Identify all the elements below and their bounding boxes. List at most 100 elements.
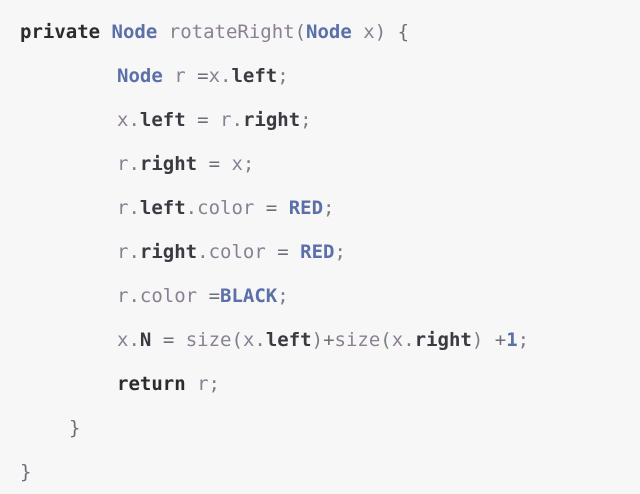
- code-token-punct: .: [231, 109, 243, 131]
- code-token-ident: r: [117, 197, 129, 219]
- code-token-punct: .: [128, 153, 140, 175]
- code-token-op: =: [197, 109, 209, 131]
- code-line: r.color =BLACK;: [0, 274, 640, 318]
- code-line: }: [0, 450, 640, 494]
- code-token-ident: x: [117, 329, 129, 351]
- code-token-ident: x: [231, 153, 243, 175]
- code-token-punct: .: [254, 329, 266, 351]
- code-token-field: left: [139, 109, 186, 131]
- code-token-plain: [157, 21, 168, 43]
- code-token-field: left: [231, 65, 278, 87]
- code-token-ident: r: [117, 241, 129, 263]
- code-token-punct: ;: [277, 285, 289, 307]
- code-token-punct: .: [128, 329, 140, 351]
- code-token-plain: [100, 21, 111, 43]
- code-token-punct: (: [294, 21, 307, 43]
- code-token-op: +: [323, 329, 335, 351]
- code-line: return r;: [0, 362, 640, 406]
- code-token-plain: [386, 21, 397, 43]
- code-token-type: Node: [306, 21, 352, 43]
- code-token-punct: ;: [517, 329, 530, 351]
- code-token-plain: [289, 241, 300, 263]
- code-line: x.N = size(x.left)+size(x.right) +1;: [0, 318, 640, 362]
- code-token-op: =: [208, 285, 221, 307]
- code-token-method: rotateRight: [168, 21, 295, 43]
- code-token-type: Node: [111, 21, 158, 43]
- code-token-plain: [197, 285, 208, 307]
- code-token-plain: [186, 65, 197, 87]
- code-token-plain: [254, 197, 265, 219]
- code-token-punct: .: [185, 197, 198, 219]
- code-token-op: =: [208, 153, 221, 175]
- code-token-punct: ;: [208, 373, 220, 395]
- code-token-num: 1: [506, 329, 518, 351]
- code-token-ident: color: [197, 197, 255, 219]
- code-token-punct: .: [128, 241, 140, 263]
- code-token-method: size: [185, 329, 232, 351]
- code-token-punct: .: [128, 285, 140, 307]
- code-token-punct: ): [374, 21, 387, 43]
- code-token-punct: ;: [242, 153, 255, 175]
- code-token-plain: [163, 65, 174, 87]
- code-token-ident: r: [117, 285, 129, 307]
- code-token-plain: [209, 109, 220, 131]
- code-token-plain: [151, 329, 162, 351]
- code-token-ident: r: [174, 65, 186, 87]
- code-token-field: right: [414, 329, 472, 351]
- code-token-ident: x: [391, 329, 404, 351]
- code-token-field: right: [242, 109, 301, 131]
- code-line: private Node rotateRight(Node x) {: [0, 10, 640, 54]
- code-token-op: =: [265, 197, 278, 219]
- code-token-ident: x: [117, 109, 129, 131]
- code-token-const: RED: [300, 241, 335, 263]
- code-line: }: [0, 406, 640, 450]
- code-token-punct: .: [403, 329, 415, 351]
- code-line: Node r =x.left;: [0, 54, 640, 98]
- code-token-plain: [277, 197, 288, 219]
- code-token-punct: ;: [323, 197, 335, 219]
- code-token-field: left: [139, 197, 186, 219]
- code-token-op: =: [277, 241, 289, 263]
- code-token-brace: {: [397, 21, 410, 43]
- code-token-ident: color: [139, 285, 198, 307]
- code-token-punct: .: [220, 65, 232, 87]
- code-token-const: RED: [288, 197, 324, 219]
- code-token-plain: [352, 21, 363, 43]
- code-token-plain: [174, 329, 185, 351]
- code-token-punct: ;: [334, 241, 346, 263]
- code-token-field: N: [139, 329, 152, 351]
- code-token-field: right: [139, 241, 198, 263]
- code-line: r.right.color = RED;: [0, 230, 640, 274]
- code-token-method: size: [334, 329, 381, 351]
- code-line: x.left = r.right;: [0, 98, 640, 142]
- code-token-ident: r: [220, 109, 232, 131]
- code-token-keyword: return: [117, 373, 186, 395]
- code-token-field: left: [265, 329, 312, 351]
- code-token-keyword: private: [20, 21, 101, 43]
- code-token-ident: x: [363, 21, 375, 43]
- code-line: r.left.color = RED;: [0, 186, 640, 230]
- code-token-punct: .: [128, 197, 140, 219]
- code-token-ident: r: [197, 373, 209, 395]
- code-token-ident: color: [208, 241, 266, 263]
- code-token-punct: .: [197, 241, 209, 263]
- code-token-punct: ): [471, 329, 484, 351]
- code-token-punct: ;: [300, 109, 312, 131]
- code-token-punct: .: [128, 109, 140, 131]
- code-token-punct: (: [231, 329, 243, 351]
- code-token-ident: r: [117, 153, 129, 175]
- code-token-op: +: [494, 329, 507, 351]
- code-line: r.right = x;: [0, 142, 640, 186]
- code-token-ident: x: [242, 329, 255, 351]
- code-token-plain: [186, 109, 197, 131]
- code-token-brace: }: [20, 461, 32, 483]
- code-token-field: right: [139, 153, 198, 175]
- code-token-punct: ;: [277, 65, 289, 87]
- code-token-brace: }: [69, 417, 81, 439]
- code-token-type: Node: [117, 65, 163, 87]
- code-token-punct: ): [311, 329, 324, 351]
- code-token-plain: [266, 241, 277, 263]
- code-token-plain: [220, 153, 231, 175]
- code-token-plain: [186, 373, 197, 395]
